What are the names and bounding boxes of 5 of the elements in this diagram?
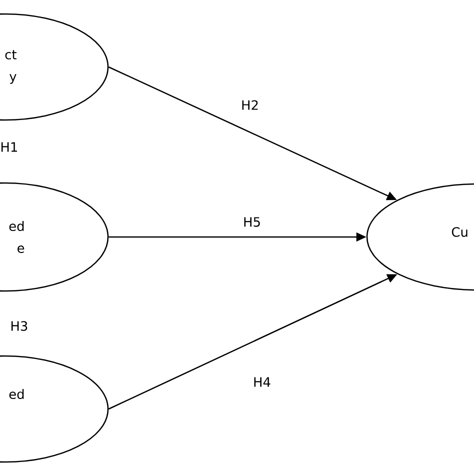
edge-label: H4	[252, 376, 272, 388]
path-label: H3	[11, 321, 28, 331]
edge-label: H5	[242, 216, 262, 228]
path-label: H1	[1, 142, 17, 152]
edge-label: H2	[240, 99, 260, 111]
